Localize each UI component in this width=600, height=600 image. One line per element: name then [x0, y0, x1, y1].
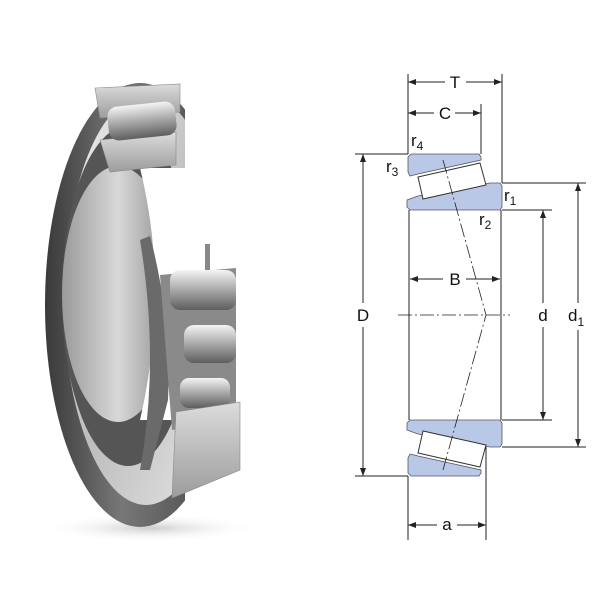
svg-text:B: B	[449, 270, 460, 289]
roller	[184, 325, 236, 363]
svg-text:C: C	[439, 104, 451, 123]
radius-r2-label: r2	[479, 210, 492, 232]
dimension-D: D	[357, 154, 369, 476]
bearing-3d-render	[40, 83, 260, 542]
floor-shadow	[40, 514, 260, 542]
radius-r1-label: r1	[504, 186, 517, 208]
dimension-C: C	[408, 104, 481, 123]
roller	[170, 270, 236, 310]
radius-r4-label: r4	[411, 131, 424, 153]
dimension-T: T	[408, 73, 502, 92]
roller	[180, 378, 230, 408]
svg-text:D: D	[357, 306, 369, 325]
dimension-a: a	[408, 515, 486, 534]
svg-text:T: T	[450, 73, 460, 92]
top-section	[94, 83, 181, 173]
radius-r3-label: r3	[386, 157, 399, 179]
roller-section-top	[417, 162, 487, 200]
dimension-B: B	[410, 270, 500, 289]
bottom-section	[140, 236, 241, 499]
svg-text:d: d	[538, 306, 547, 325]
inner-raceway	[62, 166, 174, 422]
svg-text:a: a	[442, 515, 452, 534]
dimension-d: d	[538, 210, 548, 420]
pressure-cone-line	[442, 159, 487, 471]
dimension-d1: d1	[568, 183, 584, 447]
svg-text:d1: d1	[568, 306, 584, 329]
roller-section-bottom	[417, 430, 487, 468]
technical-drawing: T C B a D d d1	[355, 73, 586, 540]
